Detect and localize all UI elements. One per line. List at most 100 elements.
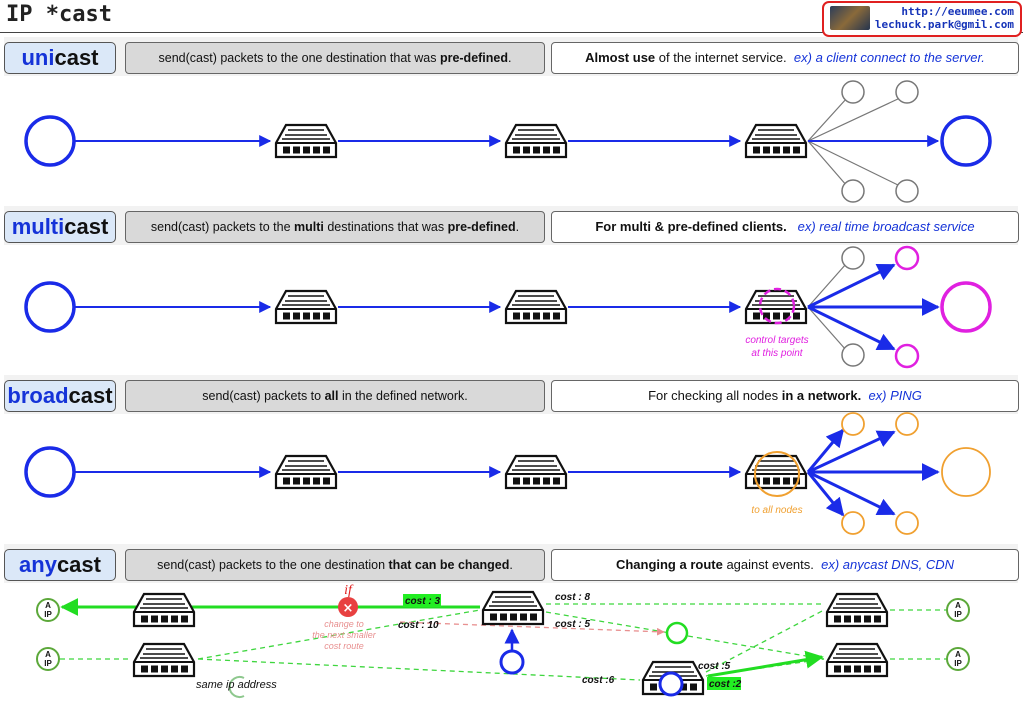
- broadcast-usage-example: ex) PING: [868, 388, 922, 403]
- broadcast-desc-end: in the defined network.: [338, 389, 468, 403]
- anycast-switch-left-bottom: [132, 642, 196, 678]
- unicast-usage-bold: Almost use: [585, 50, 656, 65]
- anycast-target-node: [665, 621, 689, 645]
- broadcast-usage: For checking all nodes in a network. ex)…: [551, 380, 1019, 412]
- unicast-desc-bold: pre-defined: [439, 51, 508, 65]
- cost-label: cost : 5: [555, 619, 590, 630]
- unicast-switch-2: [504, 123, 568, 159]
- broadcast-switch-2: [504, 454, 568, 490]
- anycast-label-rest: cast: [56, 552, 101, 577]
- broadcast-usage-text: For checking all nodes: [648, 388, 782, 403]
- anycast-ip-node-left-top: A IP: [36, 598, 60, 622]
- multicast-note-line2: at this point: [751, 348, 803, 359]
- anycast-if-label: if: [344, 583, 354, 598]
- broadcast-label-hl: broad: [7, 383, 69, 408]
- broadcast-destination-node: [941, 447, 991, 497]
- multicast-note-line1: control targets: [745, 335, 808, 346]
- multicast-description: send(cast) packets to the multi destinat…: [125, 211, 545, 243]
- anycast-change-note-1: change to: [324, 619, 364, 629]
- unicast-desc-text: send(cast) packets to the one destinatio…: [158, 51, 440, 65]
- cost-label: cost :6: [582, 675, 615, 686]
- logo-email[interactable]: lechuck.park@gmil.com: [874, 18, 1014, 31]
- anycast-ip-node-right-bottom: A IP: [946, 647, 970, 671]
- anycast-ip-node-left-bottom: A IP: [36, 647, 60, 671]
- cost-label: cost : 3: [405, 596, 440, 607]
- ip-node-label-ip: IP: [954, 659, 962, 668]
- cost-badge-bg: [403, 594, 441, 607]
- multicast-usage-example: ex) real time broadcast service: [797, 219, 975, 234]
- anycast-same-ip-label: same ip address: [196, 679, 277, 691]
- broadcast-source-node: [24, 446, 76, 498]
- logo-thumbnail: [830, 6, 870, 30]
- multicast-label-rest: cast: [64, 214, 109, 239]
- unicast-desc-end: .: [508, 51, 512, 65]
- multicast-desc-text: send(cast) packets to the: [150, 220, 295, 234]
- broadcast-diagram: to all nodes: [24, 412, 991, 535]
- anycast-client-node: [499, 649, 525, 675]
- multicast-switch-2: [504, 289, 568, 325]
- cost-label: cost :5: [698, 661, 731, 672]
- anycast-active-route-2: [707, 650, 824, 678]
- cost-badge-bg: [707, 677, 741, 690]
- broadcast-desc-text: send(cast) packets to: [202, 389, 325, 403]
- multicast-source-node: [24, 281, 76, 333]
- multicast-destination-node: [940, 281, 992, 333]
- anycast-reroute-link: [399, 621, 665, 636]
- anycast-description: send(cast) packets to the one destinatio…: [125, 549, 545, 581]
- anycast-desc-text: send(cast) packets to the one destinatio…: [157, 558, 389, 572]
- anycast-diagram: × if change to the next smaller cost rou…: [36, 583, 970, 698]
- broadcast-nodes: [841, 412, 919, 535]
- multicast-usage: For multi & pre-defined clients. ex) rea…: [551, 211, 1019, 243]
- anycast-usage-text: against events.: [722, 557, 814, 572]
- multicast-member-nodes: [894, 245, 920, 369]
- unicast-source-node: [24, 115, 76, 167]
- unicast-other-links: [807, 97, 901, 187]
- multicast-desc-bold: multi: [294, 220, 324, 234]
- broadcast-switch-1: [274, 454, 338, 490]
- ip-node-label-a: A: [45, 650, 51, 659]
- same-ip-mark: [228, 676, 245, 698]
- logo-url[interactable]: http://eeumee.com: [901, 5, 1014, 18]
- multicast-switch-3: [744, 289, 808, 325]
- unicast-switch-1: [274, 123, 338, 159]
- multicast-other-links: [807, 263, 847, 351]
- anycast-label-hl: any: [19, 552, 57, 577]
- unicast-diagram: [24, 80, 992, 203]
- anycast-label: anycast: [4, 549, 116, 581]
- cost-label: cost :2: [709, 679, 742, 690]
- broadcast-scope: [754, 451, 800, 497]
- unicast-label: unicast: [4, 42, 116, 74]
- unicast-label-rest: cast: [54, 45, 99, 70]
- broadcast-label: broadcast: [4, 380, 116, 412]
- ip-node-label-a: A: [955, 650, 961, 659]
- logo-badge[interactable]: http://eeumee.com lechuck.park@gmil.com: [822, 1, 1022, 37]
- multicast-label-hl: multi: [11, 214, 65, 239]
- anycast-usage: Changing a route against events. ex) any…: [551, 549, 1019, 581]
- broadcast-usage-bold: in a network.: [781, 388, 862, 403]
- page-title: IP *cast: [6, 2, 112, 27]
- multicast-links-to-members: [807, 263, 940, 351]
- anycast-switch-right-top: [825, 592, 889, 628]
- unicast-usage-example: ex) a client connect to the server.: [793, 50, 985, 65]
- ip-node-label-ip: IP: [954, 610, 962, 619]
- multicast-desc-end: .: [515, 220, 520, 234]
- unicast-destination-node: [940, 115, 992, 167]
- multicast-gray-nodes: [841, 246, 865, 367]
- unicast-label-hl: uni: [21, 45, 55, 70]
- anycast-desc-bold: that can be changed: [388, 558, 510, 572]
- anycast-ip-node-right-top: A IP: [946, 598, 970, 622]
- broadcast-links-to-all: [806, 428, 940, 517]
- unicast-description: send(cast) packets to the one destinatio…: [125, 42, 545, 74]
- anycast-change-note-2: the next smaller: [312, 630, 377, 640]
- anycast-change-note-3: cost route: [324, 641, 364, 651]
- anycast-failure-icon: [338, 597, 358, 617]
- anycast-switch-center: [481, 590, 545, 626]
- multicast-label: multicast: [4, 211, 116, 243]
- cost-label: cost : 8: [555, 592, 590, 603]
- multicast-switch-1: [274, 289, 338, 325]
- title-divider: [0, 32, 1023, 33]
- unicast-gray-nodes: [841, 80, 919, 203]
- ip-node-label-ip: IP: [44, 610, 52, 619]
- anycast-switch-right-bottom: [825, 642, 889, 678]
